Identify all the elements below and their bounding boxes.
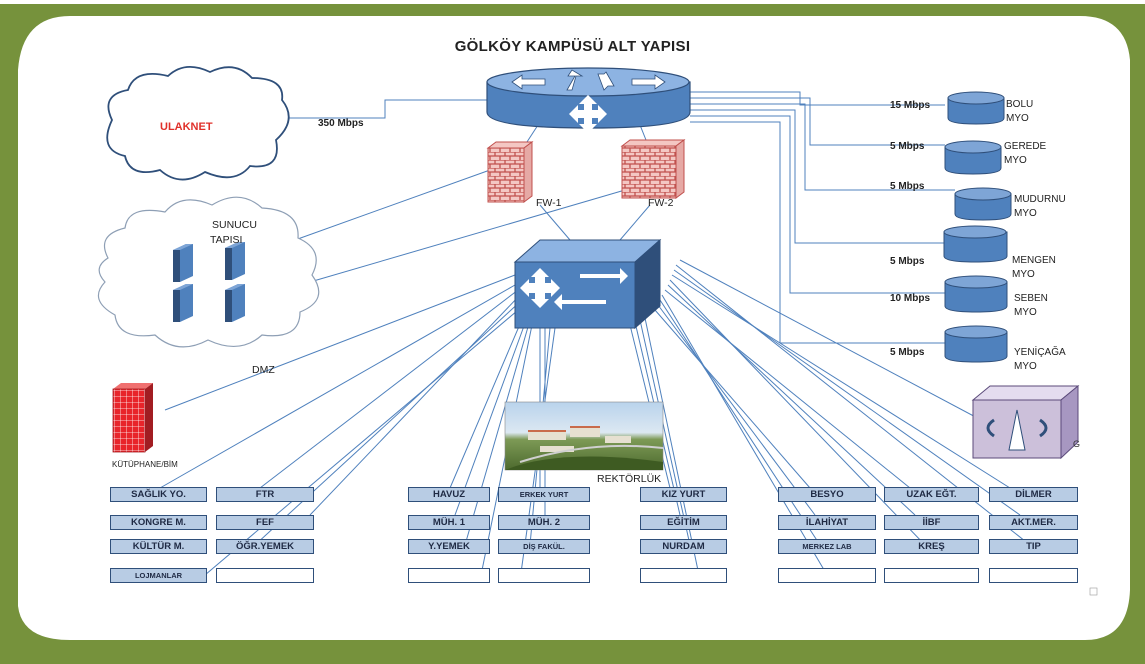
myo-speed: 15 Mbps <box>890 100 931 111</box>
building-box[interactable]: DİLMER <box>989 487 1078 502</box>
building-box[interactable]: DİŞ FAKÜL. <box>498 539 590 554</box>
building-box[interactable]: EĞİTİM <box>640 515 727 530</box>
building-box[interactable]: SAĞLIK YO. <box>110 487 207 502</box>
building-box-empty[interactable] <box>216 568 314 583</box>
ulaknet-speed: 350 Mbps <box>318 118 364 129</box>
server-icon <box>173 284 193 322</box>
fw-1-label: FW-1 <box>536 197 562 209</box>
dmz-label: DMZ <box>252 364 275 376</box>
building-box[interactable]: MERKEZ LAB <box>778 539 876 554</box>
building-box[interactable]: BESYO <box>778 487 876 502</box>
svg-text:G: G <box>1073 439 1080 449</box>
building-icon <box>112 383 153 453</box>
database-icon <box>944 140 1002 175</box>
building-box-empty[interactable] <box>408 568 490 583</box>
page-title: GÖLKÖY KAMPÜSÜ ALT YAPISI <box>454 38 691 55</box>
firewall-icon <box>486 141 534 203</box>
building-box[interactable]: HAVUZ <box>408 487 490 502</box>
building-box[interactable]: MÜH. 2 <box>498 515 590 530</box>
building-box[interactable]: UZAK EĞT. <box>884 487 979 502</box>
sunucu-label-1: SUNUCU <box>212 219 257 231</box>
cloud-icon <box>106 66 290 181</box>
firewall-icon <box>620 139 686 199</box>
building-box-empty[interactable] <box>640 568 727 583</box>
database-icon <box>947 91 1005 125</box>
building-box[interactable]: İLAHİYAT <box>778 515 876 530</box>
building-box[interactable]: KREŞ <box>884 539 979 554</box>
building-box[interactable]: ERKEK YURT <box>498 487 590 502</box>
server-icon <box>225 242 245 280</box>
building-box-empty[interactable] <box>778 568 876 583</box>
wireless-device-icon: G <box>971 384 1080 460</box>
building-box[interactable]: ÖĞR.YEMEK <box>216 539 314 554</box>
database-icon <box>954 187 1012 221</box>
myo-speed: 5 Mbps <box>890 347 925 358</box>
building-box[interactable]: TIP <box>989 539 1078 554</box>
core-router-icon <box>486 67 691 133</box>
myo-speed: 5 Mbps <box>890 256 925 267</box>
database-icon <box>944 275 1008 313</box>
myo-speed: 10 Mbps <box>890 293 931 304</box>
database-icon <box>943 225 1008 263</box>
building-box[interactable]: Y.YEMEK <box>408 539 490 554</box>
rektorluk-label: REKTÖRLÜK <box>597 473 662 485</box>
ulaknet-label: ULAKNET <box>160 121 213 133</box>
building-box-empty[interactable] <box>884 568 979 583</box>
library-label: KÜTÜPHANE/BİM <box>112 460 178 469</box>
building-box[interactable]: FTR <box>216 487 314 502</box>
photo <box>504 401 664 471</box>
server-icon <box>173 244 193 282</box>
sunucu-label-2: TAPISI <box>210 234 243 246</box>
building-box[interactable]: AKT.MER. <box>989 515 1078 530</box>
database-icon <box>944 325 1008 363</box>
building-box[interactable]: MÜH. 1 <box>408 515 490 530</box>
myo-speed: 5 Mbps <box>890 141 925 152</box>
building-box[interactable]: LOJMANLAR <box>110 568 207 583</box>
building-box[interactable]: FEF <box>216 515 314 530</box>
cloud-icon <box>97 196 320 348</box>
building-box[interactable]: KIZ YURT <box>640 487 727 502</box>
building-box[interactable]: NURDAM <box>640 539 727 554</box>
switch-icon <box>513 238 662 330</box>
building-box[interactable]: KÜLTÜR M. <box>110 539 207 554</box>
server-icon <box>225 284 245 322</box>
fw-2-label: FW-2 <box>648 197 674 209</box>
building-box[interactable]: İİBF <box>884 515 979 530</box>
building-box[interactable]: KONGRE M. <box>110 515 207 530</box>
building-box-empty[interactable] <box>989 568 1078 583</box>
building-box-empty[interactable] <box>498 568 590 583</box>
myo-speed: 5 Mbps <box>890 181 925 192</box>
